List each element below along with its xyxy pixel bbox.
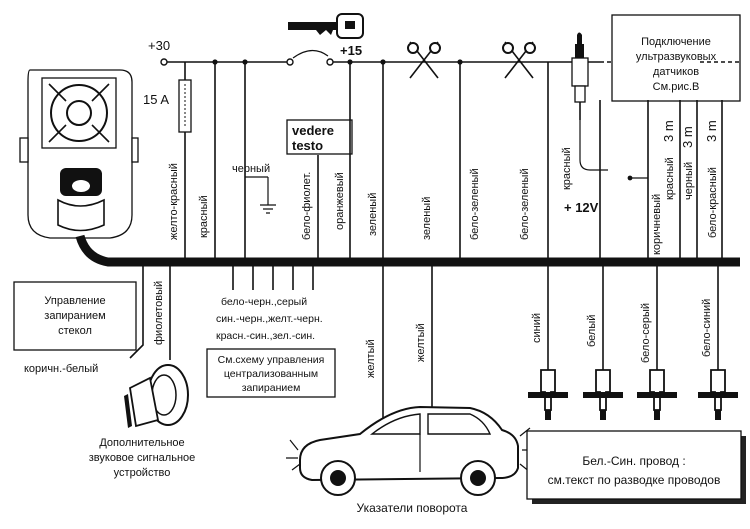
testo-text: testo: [292, 138, 323, 153]
window-box-line-1: Управление: [44, 295, 105, 307]
plus30-label: +30: [148, 38, 170, 53]
main-harness: [75, 234, 740, 267]
label-red-sensor: красный: [561, 147, 573, 190]
label-white-blue: бело-синий: [701, 299, 713, 357]
label-black-3m: черный: [683, 162, 695, 200]
label-3m-3: 3 m: [704, 120, 719, 142]
control-unit: [19, 69, 139, 239]
door-switch-icon: [583, 369, 623, 420]
label-white-green-2: бело-зеленый: [519, 168, 531, 240]
turn-signals-caption: Указатели поворота: [357, 501, 468, 515]
ultrasonic-line-3: датчиков: [653, 66, 699, 78]
door-switch-icon: [528, 369, 568, 420]
window-box-line-2: запиранием: [44, 310, 105, 322]
ground-symbol: [260, 177, 276, 214]
label-green-2: зеленый: [421, 197, 433, 240]
ultrasonic-line-1: Подключение: [641, 36, 711, 48]
central-lock-wires-1: бело-черн.,серый: [221, 296, 307, 308]
scissors-icon: [502, 41, 536, 79]
bottom-wires: [129, 266, 719, 428]
ultrasonic-line-2: ультразвуковых: [636, 51, 717, 63]
label-white: белый: [586, 315, 598, 347]
ultrasonic-sensors-box: [611, 14, 741, 102]
label-black: черный: [232, 163, 270, 175]
central-lock-wires-3: красн.-син.,зел.-син.: [216, 330, 315, 342]
car-icon: [286, 405, 534, 496]
fuse: [178, 62, 192, 133]
label-red-3m: красный: [664, 157, 676, 200]
siren-caption-3: устройство: [114, 467, 171, 479]
sensor-plug-icon: [571, 32, 589, 120]
label-white-red-3m: бело-красный: [707, 167, 719, 238]
label-white-grey: бело-серый: [640, 303, 652, 363]
window-box-line-3: стекол: [58, 325, 92, 337]
label-3m-1: 3 m: [661, 120, 676, 142]
vedere-testo-box: [286, 119, 353, 155]
central-lock-box: [206, 348, 336, 398]
label-orange: оранжевый: [334, 172, 346, 230]
scissors-icon: [407, 41, 441, 79]
fuse-label: 15 A: [143, 92, 169, 107]
label-brown: коричневый: [651, 194, 663, 255]
top-wires: [184, 61, 740, 258]
central-lock-box-line-1: См.схему управления: [218, 354, 325, 366]
info-box-line-1: Бел.-Син. провод :: [582, 454, 685, 468]
door-switch-icon: [698, 369, 738, 420]
label-white-violet: бело-фиолет.: [301, 172, 313, 240]
vedere-text: vedere: [292, 123, 334, 138]
door-switch-icon: [637, 369, 677, 420]
plus15-label: +15: [340, 43, 362, 58]
ignition-switch-symbol: [292, 49, 329, 59]
info-box: [526, 430, 742, 500]
label-red: красный: [198, 195, 210, 238]
label-yellow-2: желтый: [415, 323, 427, 362]
central-lock-box-line-2: централизованным: [224, 368, 318, 380]
power-bus: [160, 49, 640, 66]
label-3m-2: 3 m: [680, 126, 695, 148]
ignition-key-icon: [288, 13, 364, 39]
label-white-green-1: бело-зеленый: [469, 168, 481, 240]
label-green-1: зеленый: [367, 193, 379, 236]
siren-caption-1: Дополнительное: [99, 437, 184, 449]
label-yellow-red: желто-красный: [168, 163, 180, 240]
siren-caption-2: звуковое сигнальное: [89, 452, 196, 464]
plus12v-label: + 12V: [564, 200, 599, 215]
central-lock-wires-2: син.-черн.,желт.-черн.: [216, 313, 323, 325]
ultrasonic-line-4: См.рис.B: [653, 81, 700, 93]
label-brown-white: коричн.-белый: [24, 363, 98, 375]
central-lock-box-line-3: запиранием: [242, 382, 301, 394]
window-control-box: [13, 281, 137, 351]
label-blue: синий: [531, 313, 543, 343]
info-box-line-2: см.текст по разводке проводов: [548, 473, 721, 487]
label-violet: фиолетовый: [153, 281, 165, 345]
siren-icon: [124, 364, 189, 428]
label-yellow-1: желтый: [365, 339, 377, 378]
